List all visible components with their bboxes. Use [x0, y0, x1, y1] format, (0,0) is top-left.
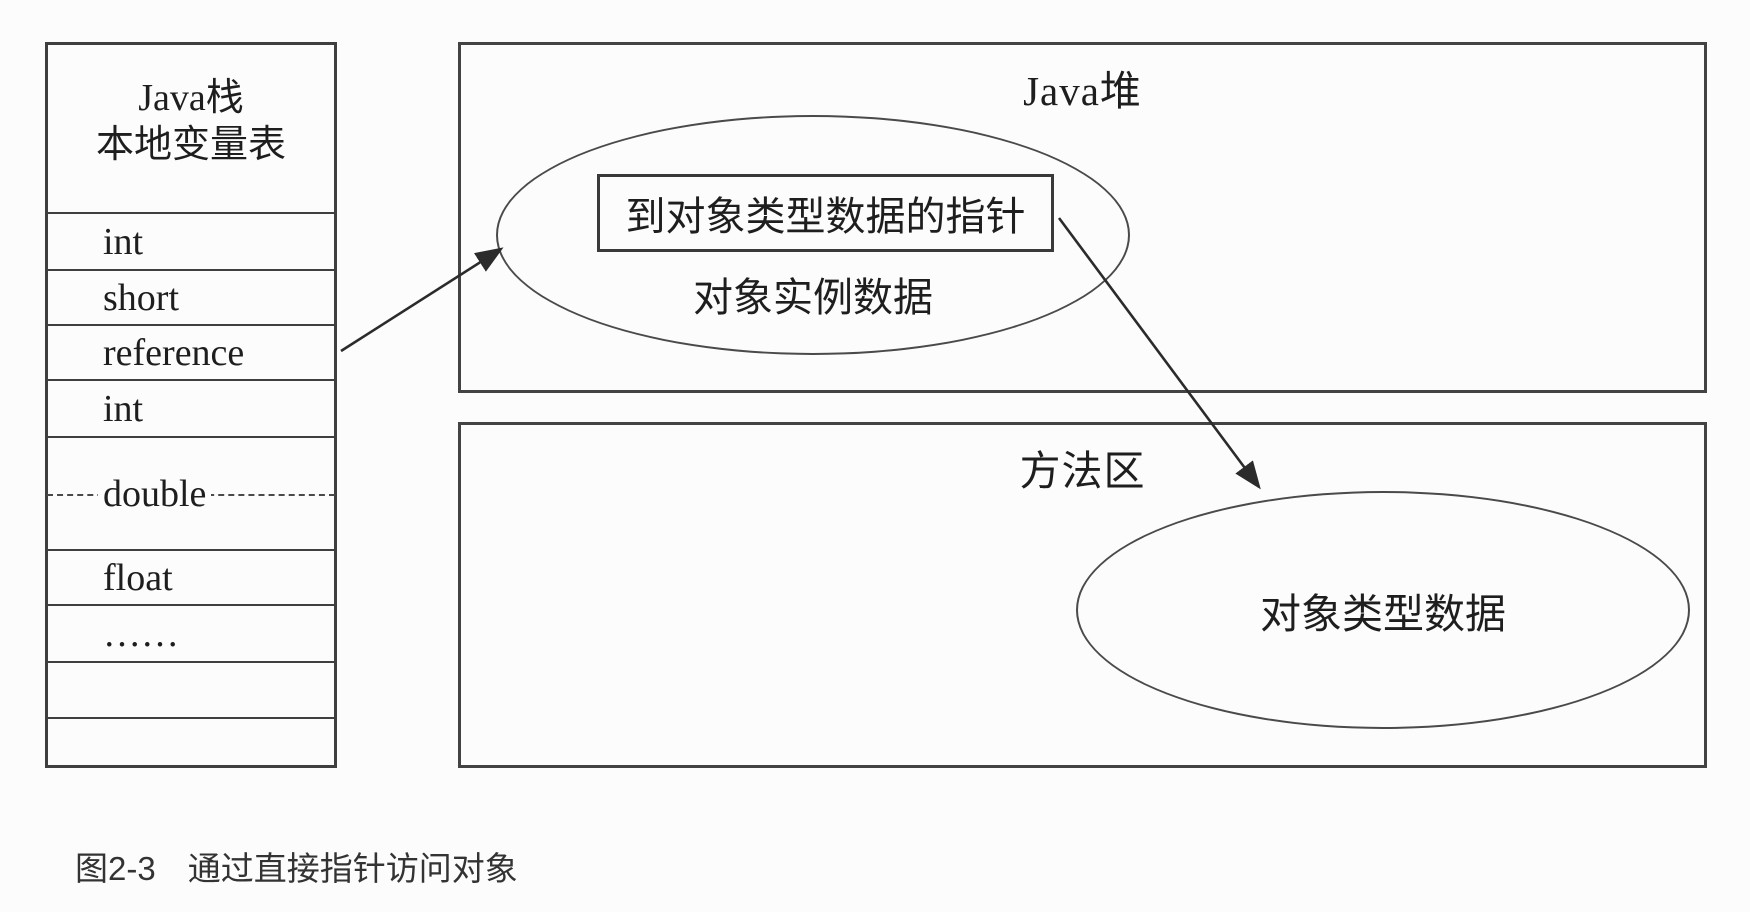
pointer-box-label: 到对象类型数据的指针 — [625, 194, 1026, 239]
table-row-empty-2 — [48, 717, 334, 767]
pointer-to-type-data-box: 到对象类型数据的指针 — [597, 174, 1054, 252]
row-label: double — [98, 471, 212, 516]
method-area-title: 方法区 — [1019, 448, 1146, 494]
table-row-reference: reference — [48, 324, 334, 379]
row-label: reference — [103, 331, 245, 374]
table-row-short: short — [48, 269, 334, 324]
type-data-label: 对象类型数据 — [1260, 591, 1506, 637]
java-stack-table: Java栈 本地变量表 int short reference int doub… — [45, 42, 337, 768]
stack-table-header: Java栈 本地变量表 — [48, 45, 334, 214]
row-label: int — [103, 220, 144, 263]
row-label: int — [103, 387, 144, 430]
row-label: float — [103, 556, 173, 599]
table-row-int-1: int — [48, 214, 334, 269]
table-row-double: double — [47, 436, 335, 549]
table-row-empty-1 — [48, 661, 334, 717]
row-label: …… — [103, 612, 179, 655]
type-data-ellipse: 对象类型数据 — [1076, 491, 1690, 729]
stack-title-line2: 本地变量表 — [95, 124, 286, 166]
java-heap-title: Java堆 — [1023, 68, 1142, 114]
figure-caption: 图2-3 通过直接指针访问对象 — [75, 842, 518, 890]
caption-number: 图2-3 — [75, 850, 156, 887]
table-row-int-2: int — [48, 379, 334, 436]
instance-data-label: 对象实例数据 — [693, 275, 933, 320]
caption-title: 通过直接指针访问对象 — [187, 850, 518, 887]
table-row-float: float — [48, 549, 334, 604]
stack-title-line1: Java栈 — [138, 77, 244, 119]
table-row-ellipsis: …… — [48, 604, 334, 661]
row-label: short — [103, 276, 179, 319]
